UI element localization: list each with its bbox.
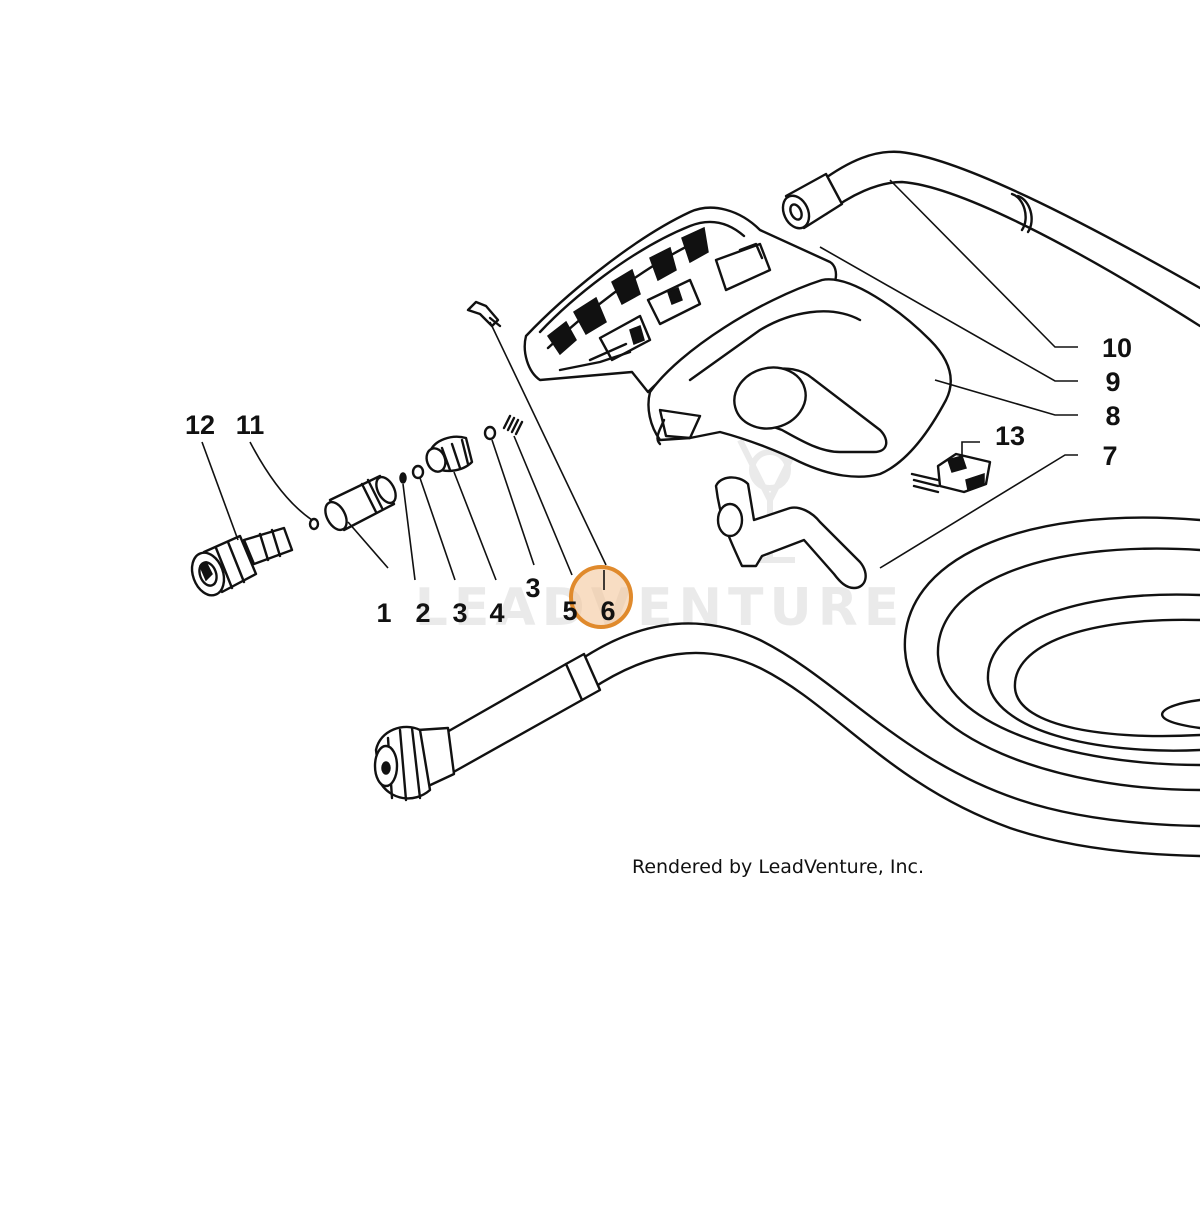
o-ring <box>483 425 497 441</box>
high-pressure-hose <box>373 150 1200 858</box>
spring <box>502 414 524 436</box>
highlight-circle <box>569 565 633 629</box>
trigger <box>714 476 867 590</box>
callout-3-upper: 3 <box>525 573 540 603</box>
callout-11: 11 <box>236 410 265 440</box>
callout-1: 1 <box>376 598 391 628</box>
callout-7: 7 <box>1102 441 1117 471</box>
valve-seat <box>425 435 474 473</box>
callout-10: 10 <box>1102 333 1132 363</box>
screw <box>466 300 502 328</box>
callout-4: 4 <box>489 598 504 628</box>
quick-coupler <box>190 526 294 597</box>
washer <box>399 472 407 484</box>
gun-body-half <box>523 206 838 394</box>
callout-5: 5 <box>562 596 577 626</box>
safety-clip <box>910 452 992 494</box>
callout-13: 13 <box>995 421 1025 451</box>
callout-6: 6 <box>600 596 615 626</box>
callouts: 1 2 3 4 3 5 6 7 8 9 10 11 12 13 <box>185 333 1132 628</box>
extension-tube <box>324 474 397 532</box>
callout-9: 9 <box>1105 367 1120 397</box>
gun-handle-half <box>647 278 952 478</box>
gun-internal-details <box>546 226 772 372</box>
callout-8: 8 <box>1105 401 1120 431</box>
o-ring-lower <box>411 464 425 480</box>
small-o-ring <box>308 517 320 531</box>
render-credit: Rendered by LeadVenture, Inc. <box>632 856 924 878</box>
callout-2: 2 <box>415 598 430 628</box>
leader-lines <box>201 179 1078 581</box>
watermark-text: LEADVENTURE <box>415 578 906 638</box>
callout-3-lower: 3 <box>452 598 467 628</box>
callout-12: 12 <box>185 410 215 440</box>
